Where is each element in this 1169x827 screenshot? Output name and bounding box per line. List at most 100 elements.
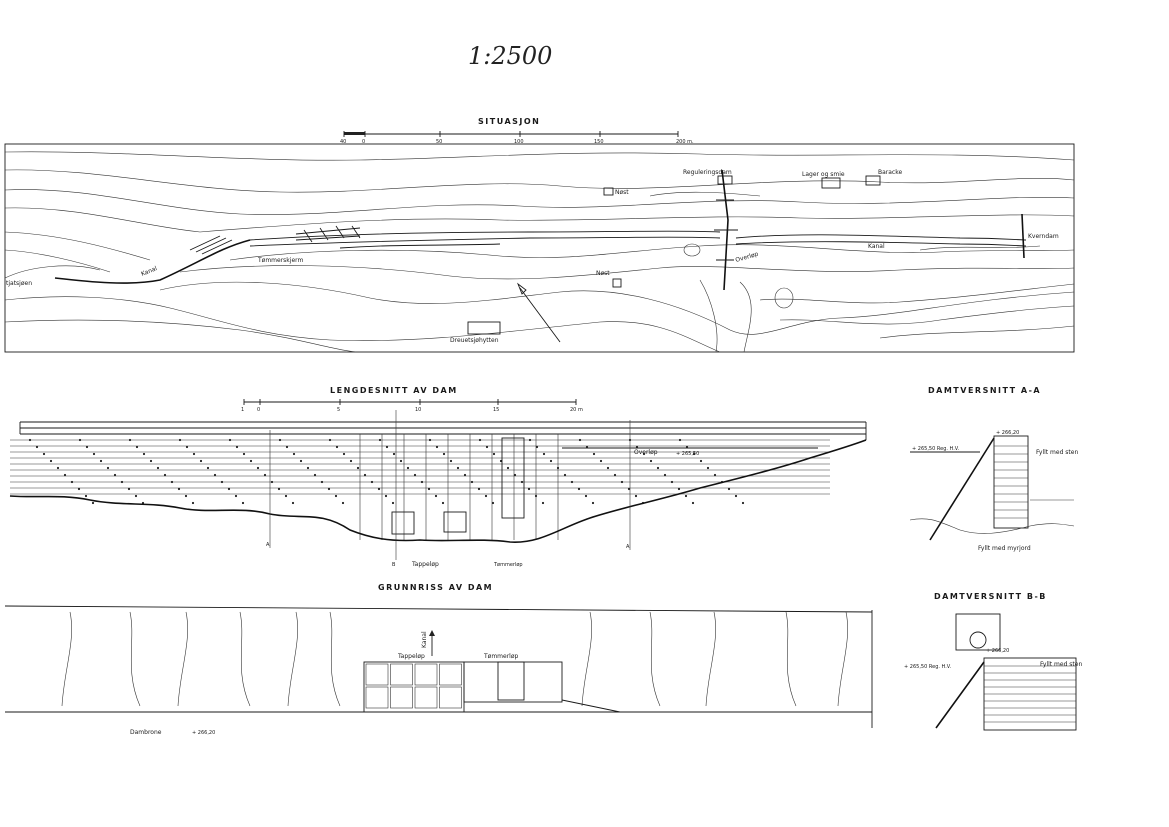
grunnriss-top-line xyxy=(4,605,873,613)
bolt-dot xyxy=(163,473,167,477)
lengdesnitt-scale-tick-5: 20 m xyxy=(570,407,583,413)
bolt-dot xyxy=(406,466,410,470)
crib-cell xyxy=(414,663,438,686)
label-nost-top: Nøst xyxy=(615,189,629,196)
label-lake: tjatsjøen xyxy=(6,280,32,287)
situasjon-labels: Reguleringsdam Lager og smie Baracke Nøs… xyxy=(6,169,1059,344)
bolt-row xyxy=(228,438,295,505)
lengdesnitt-marker-b: B xyxy=(392,562,396,568)
bolt-dot xyxy=(556,466,560,470)
label-kanal-left: Kanal xyxy=(140,265,158,278)
contour-line xyxy=(705,611,716,707)
bolt-dot xyxy=(477,487,481,491)
lengdesnitt-label-tommerlop: Tømmerløp xyxy=(493,562,523,568)
bolt-dot xyxy=(285,445,289,449)
bolt-dot xyxy=(492,452,496,456)
lengdesnitt-scale-bar: 1 0 5 10 15 20 m xyxy=(241,399,583,413)
situasjon-frame xyxy=(4,143,1075,353)
snitt-bb-gate-wheel xyxy=(969,631,987,649)
bolt-dot xyxy=(392,452,396,456)
bolt-dot xyxy=(413,473,417,477)
contour-line xyxy=(329,611,341,707)
bolt-dot xyxy=(592,452,596,456)
bolt-dot xyxy=(149,459,153,463)
bolt-dot xyxy=(70,480,74,484)
bolt-row xyxy=(528,438,595,505)
bolt-dot xyxy=(491,501,495,505)
tommerlop-plan-opening xyxy=(497,661,525,701)
label-temmerskjerm: Tømmerskjerm xyxy=(257,257,304,264)
bolt-dot xyxy=(620,480,624,484)
bolt-row xyxy=(378,438,445,505)
bolt-dot xyxy=(549,459,553,463)
bolt-row xyxy=(678,438,745,505)
bolt-dot xyxy=(56,466,60,470)
situasjon-scale-tick-2: 50 xyxy=(436,139,442,145)
grunnriss-contours xyxy=(61,611,848,707)
lengdesnitt-scale-tick-0: 1 xyxy=(241,407,244,413)
contour-line xyxy=(581,611,592,707)
bolt-dot xyxy=(242,452,246,456)
dam-long-section: Overløp + 265,50 Tappeløp Tømmerløp B A … xyxy=(9,410,867,568)
label-baracke: Baracke xyxy=(878,169,902,176)
bolt-dot xyxy=(677,487,681,491)
bolt-dot xyxy=(128,438,132,442)
bolt-dot xyxy=(213,473,217,477)
grunnriss-label-tappelop: Tappeløp xyxy=(397,653,425,660)
snitt-aa-crib xyxy=(993,435,1029,529)
bolt-dot xyxy=(535,445,539,449)
bolt-dot xyxy=(135,445,139,449)
bolt-dot xyxy=(384,494,388,498)
snitt-aa-bottom: Fyllt med myrjord xyxy=(978,545,1031,552)
bolt-dot xyxy=(342,452,346,456)
contour-lines xyxy=(4,151,1075,353)
bolt-dot xyxy=(684,494,688,498)
bolt-dot xyxy=(313,473,317,477)
bolt-dot xyxy=(113,473,117,477)
bolt-dot xyxy=(613,473,617,477)
bolt-dot xyxy=(292,452,296,456)
bolt-dot xyxy=(299,459,303,463)
bolt-dot xyxy=(277,487,281,491)
bolt-dot xyxy=(35,445,39,449)
bolt-dot xyxy=(428,438,432,442)
situasjon-scale-tick-4: 150 xyxy=(594,139,604,145)
dam-plan-body xyxy=(463,661,563,703)
bolt-dot xyxy=(584,494,588,498)
lengdesnitt-marker-a-left: A xyxy=(266,542,270,548)
bolt-dot xyxy=(713,473,717,477)
snitt-aa-fyll: Fyllt med sten xyxy=(1036,449,1078,456)
dam-bolt-rows xyxy=(28,438,745,505)
bolt-dot xyxy=(534,494,538,498)
bolt-dot xyxy=(506,466,510,470)
tappelop-opening-2 xyxy=(443,511,467,533)
bolt-dot xyxy=(528,438,532,442)
grunnriss-label-dambrone-level: + 266,20 xyxy=(192,730,215,736)
bolt-dot xyxy=(328,438,332,442)
bolt-dot xyxy=(84,494,88,498)
snitt-bb-gate-frame xyxy=(955,613,1001,651)
bolt-dot xyxy=(356,466,360,470)
bolt-dot xyxy=(85,445,89,449)
grunnriss-label-dambrone: Dambrone xyxy=(130,729,162,736)
bolt-dot xyxy=(399,459,403,463)
bolt-dot xyxy=(170,480,174,484)
bolt-row xyxy=(28,438,95,505)
bolt-dot xyxy=(42,452,46,456)
bolt-dot xyxy=(241,501,245,505)
bolt-dot xyxy=(391,501,395,505)
contour-line xyxy=(177,611,188,707)
bolt-dot xyxy=(542,452,546,456)
snitt-aa-water-level: + 265,50 Reg. H.V. xyxy=(912,446,960,452)
bolt-dot xyxy=(120,480,124,484)
bolt-dot xyxy=(249,459,253,463)
canal-and-dam-features xyxy=(4,169,1027,343)
bolt-dot xyxy=(284,494,288,498)
lengdesnitt-scale-tick-1: 0 xyxy=(257,407,260,413)
snitt-bb-water-level: + 265,50 Reg. H.V. xyxy=(904,664,952,670)
bolt-dot xyxy=(577,487,581,491)
contour-line xyxy=(239,611,251,707)
lengdesnitt-scale-tick-2: 5 xyxy=(337,407,340,413)
bolt-dot xyxy=(606,466,610,470)
grunnriss-label-kanal: Kanal xyxy=(421,631,428,648)
